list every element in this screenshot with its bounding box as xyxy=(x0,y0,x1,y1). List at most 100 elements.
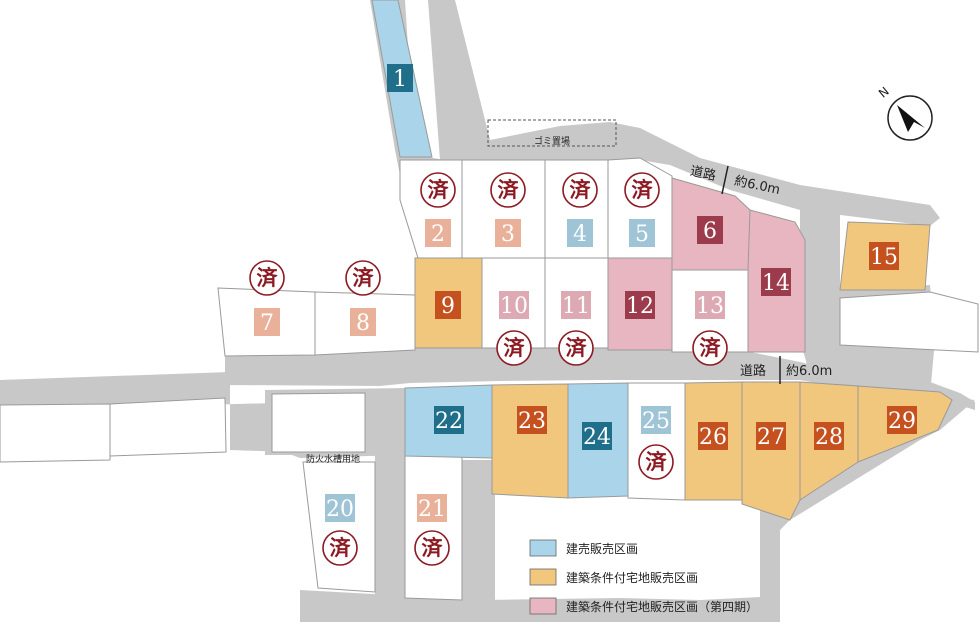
lot-21[interactable]: 21済 xyxy=(404,455,463,601)
sold-stamp-4 xyxy=(562,172,598,208)
legend-swatch-2 xyxy=(529,597,557,615)
lot-20[interactable]: 20済 xyxy=(302,461,376,593)
water-tank-label: 防火水槽用地 xyxy=(306,453,360,465)
sold-stamp-10 xyxy=(496,330,532,366)
lot-badge-25 xyxy=(641,406,671,434)
lot-number-26: 26 xyxy=(699,425,727,450)
lot-24[interactable]: 24 xyxy=(567,382,629,499)
lot-25[interactable]: 25済 xyxy=(627,382,686,501)
legend-label-0: 建売販売区画 xyxy=(566,541,638,556)
lot-29[interactable]: 29 xyxy=(857,385,953,463)
road-south-a xyxy=(375,450,405,620)
road-top xyxy=(370,0,940,226)
road-middle xyxy=(225,346,975,410)
lot-15[interactable]: 15 xyxy=(839,221,931,291)
sold-stamp-21 xyxy=(414,530,450,566)
west-blocks xyxy=(0,291,979,463)
lot-badge-15 xyxy=(869,242,899,270)
lot-badge-6 xyxy=(697,216,723,244)
sold-stamp-25 xyxy=(638,444,674,480)
lot-shape-23[interactable] xyxy=(491,383,569,499)
lot-number-14: 14 xyxy=(762,271,790,296)
lot-8[interactable]: 8済 xyxy=(314,260,416,356)
lot-badge-11 xyxy=(561,291,591,319)
lot-5[interactable]: 5済 xyxy=(607,157,673,259)
north-arrow-icon: N xyxy=(876,84,933,141)
garbage-area-outline xyxy=(487,119,617,147)
lot-badge-24 xyxy=(582,422,612,450)
lot-badge-9 xyxy=(435,291,461,319)
lot-badge-21 xyxy=(417,494,447,522)
lot-badge-12 xyxy=(625,291,655,319)
legend-swatch-1 xyxy=(529,568,557,586)
lot-number-1: 1 xyxy=(393,67,407,92)
sold-mark-8: 済 xyxy=(353,266,375,290)
lot-10[interactable]: 10 済 xyxy=(481,257,546,366)
lot-number-12: 12 xyxy=(626,294,654,319)
lot-1[interactable]: 1 xyxy=(371,0,433,158)
lot-number-28: 28 xyxy=(815,425,843,450)
road-width-middle: 約6.0m xyxy=(786,364,832,379)
sold-mark-2: 済 xyxy=(428,178,450,202)
garbage-area: ゴミ置場 xyxy=(487,119,617,147)
lot-23[interactable]: 23 xyxy=(491,383,569,499)
road-south-c xyxy=(460,460,495,600)
road-label-middle: 道路 xyxy=(740,363,766,379)
lot-2[interactable]: 2済 xyxy=(399,159,463,259)
lot-7[interactable]: 7済 xyxy=(217,260,316,357)
east-lot-white xyxy=(839,291,979,353)
lot-13[interactable]: 13 済 xyxy=(671,269,749,366)
road-label-middle-group: 道路 約6.0m xyxy=(740,356,832,384)
sold-stamp-3 xyxy=(490,172,526,208)
lot-shape-20[interactable] xyxy=(302,461,376,593)
lot-number-2: 2 xyxy=(431,222,445,247)
lot-14[interactable]: 14 xyxy=(747,209,806,353)
road-label-top: 道路 xyxy=(689,163,718,184)
lot-badge-23 xyxy=(517,406,547,434)
lot-9[interactable]: 9 xyxy=(414,257,483,349)
lot-22[interactable]: 22 xyxy=(404,384,493,459)
legend-swatch-0 xyxy=(529,539,557,557)
lot-badge-14 xyxy=(761,268,791,296)
lot-badge-7 xyxy=(254,308,280,336)
lot-27[interactable]: 27 xyxy=(741,381,801,521)
lot-number-7: 7 xyxy=(260,311,274,336)
lot-26[interactable]: 26 xyxy=(684,381,743,501)
lot-4[interactable]: 4済 xyxy=(544,159,609,259)
lot-number-3: 3 xyxy=(501,222,515,247)
lot-number-10: 10 xyxy=(500,294,528,319)
lot-badge-3 xyxy=(495,219,521,247)
lot-number-11: 11 xyxy=(562,294,590,319)
sold-mark-4: 済 xyxy=(570,178,592,202)
lot-badge-2 xyxy=(425,219,451,247)
west-lot-b xyxy=(109,397,227,457)
lot-badge-1 xyxy=(387,64,413,92)
sold-mark-25: 済 xyxy=(646,450,668,474)
sold-mark-13: 済 xyxy=(700,336,722,360)
lot-number-27: 27 xyxy=(757,425,785,450)
lot-11[interactable]: 11済 xyxy=(544,257,609,366)
sold-mark-10: 済 xyxy=(504,336,526,360)
lot-shape-27[interactable] xyxy=(741,381,801,521)
lot-badge-10 xyxy=(499,291,529,319)
lot-6[interactable]: 6 xyxy=(671,177,751,271)
legend-label-1: 建築条件付宅地販売区画 xyxy=(566,570,698,585)
lot-number-13: 13 xyxy=(696,294,724,319)
lot-shape-25[interactable] xyxy=(627,382,686,501)
lot-number-21: 21 xyxy=(418,497,446,522)
garbage-area-label: ゴミ置場 xyxy=(534,135,570,147)
lot-12[interactable]: 12 xyxy=(607,257,673,351)
sold-mark-3: 済 xyxy=(498,178,520,202)
lot-badge-28 xyxy=(814,422,844,450)
lot-number-15: 15 xyxy=(870,245,898,270)
lot-badge-13 xyxy=(695,291,725,319)
lot-number-8: 8 xyxy=(356,311,370,336)
lot-3[interactable]: 3済 xyxy=(461,159,546,259)
compass-letter: N xyxy=(876,84,892,100)
lot-28[interactable]: 28 xyxy=(799,381,859,501)
lot-number-6: 6 xyxy=(703,219,717,244)
lot-shape-21[interactable] xyxy=(404,455,463,601)
